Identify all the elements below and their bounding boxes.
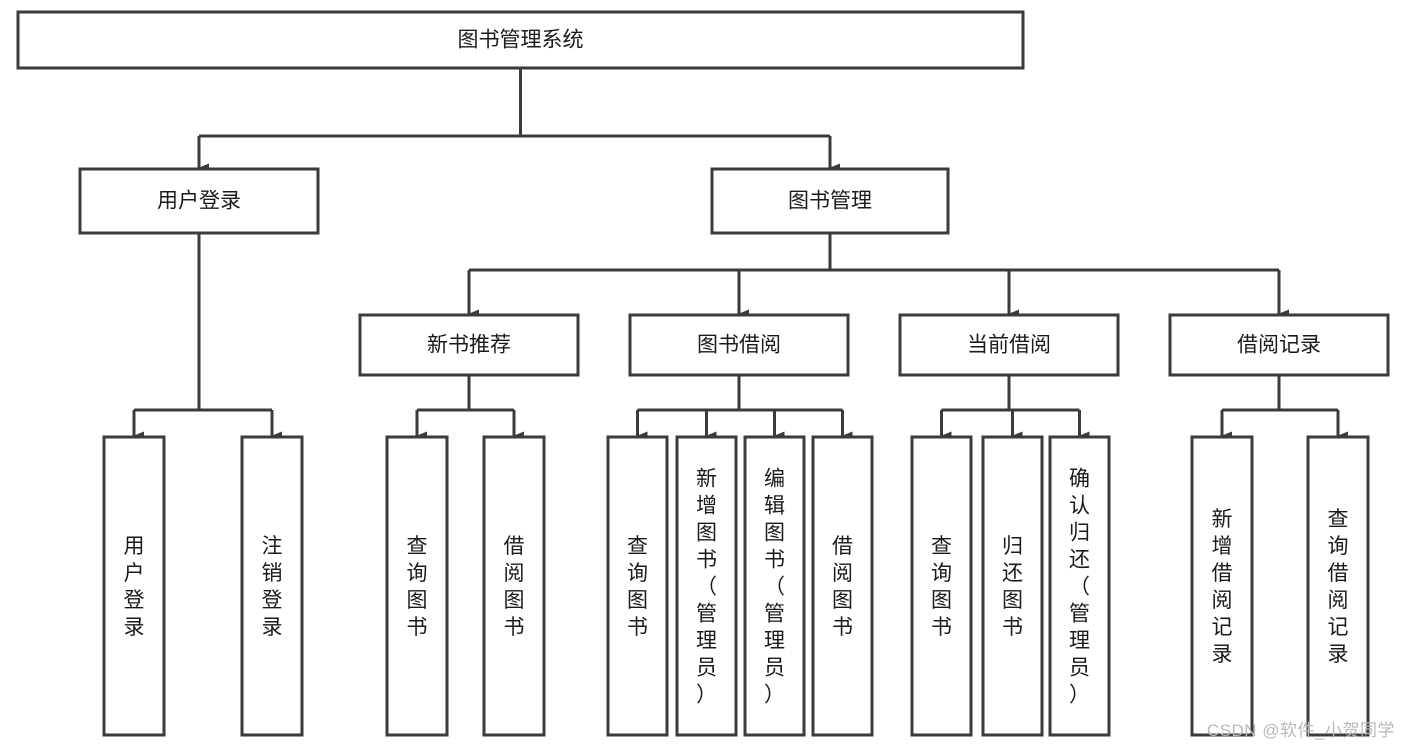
node-label-leaf-confirm-return: 确认归还（管理员） (1069, 468, 1090, 707)
node-leaf-edit-book[interactable]: 编辑图书（管理员） (743, 435, 806, 737)
node-leaf-add-record[interactable]: 新增借阅记录 (1190, 435, 1254, 737)
node-box-root[interactable] (16, 10, 1025, 70)
node-user-login[interactable]: 用户登录 (78, 167, 320, 235)
node-box-leaf-add-record[interactable] (1190, 435, 1254, 737)
node-current-borrow[interactable]: 当前借阅 (898, 313, 1120, 377)
node-label-leaf-user-login: 用户登录 (124, 535, 145, 639)
node-box-leaf-query-book-2[interactable] (606, 435, 669, 737)
node-box-leaf-user-login[interactable] (102, 435, 166, 737)
node-label-leaf-user-logout: 注销登录 (262, 535, 283, 639)
node-label-leaf-query-book-1: 查询图书 (407, 535, 428, 639)
node-label-leaf-query-book-2: 查询图书 (627, 535, 648, 639)
node-box-borrow-record[interactable] (1168, 313, 1390, 377)
node-label-book-manage: 图书管理 (788, 190, 872, 213)
connectors-layer (132, 68, 1348, 441)
node-box-leaf-add-book[interactable] (675, 435, 738, 737)
node-leaf-user-login[interactable]: 用户登录 (102, 435, 166, 737)
node-box-book-borrow[interactable] (628, 313, 850, 377)
node-leaf-query-book-1[interactable]: 查询图书 (385, 435, 449, 737)
node-label-user-login: 用户登录 (157, 190, 241, 213)
node-box-leaf-query-record[interactable] (1306, 435, 1370, 737)
node-label-root: 图书管理系统 (458, 29, 584, 52)
node-box-leaf-borrow-book-2[interactable] (811, 435, 874, 737)
node-label-leaf-query-book-3: 查询图书 (931, 535, 952, 639)
node-box-leaf-return-book[interactable] (981, 435, 1044, 737)
node-box-leaf-query-book-3[interactable] (910, 435, 973, 737)
node-leaf-confirm-return[interactable]: 确认归还（管理员） (1048, 435, 1111, 737)
node-box-leaf-user-logout[interactable] (240, 435, 304, 737)
node-box-leaf-query-book-1[interactable] (385, 435, 449, 737)
nodes-layer: 图书管理系统用户登录用户登录注销登录图书管理新书推荐查询图书借阅图书图书借阅查询… (16, 10, 1390, 737)
node-leaf-query-book-3[interactable]: 查询图书 (910, 435, 973, 737)
node-label-borrow-record: 借阅记录 (1237, 334, 1321, 357)
node-label-leaf-return-book: 归还图书 (1002, 535, 1023, 639)
node-root[interactable]: 图书管理系统 (16, 10, 1025, 70)
node-leaf-user-logout[interactable]: 注销登录 (240, 435, 304, 737)
node-leaf-query-book-2[interactable]: 查询图书 (606, 435, 669, 737)
node-label-leaf-borrow-book-2: 借阅图书 (832, 535, 853, 639)
node-label-book-borrow: 图书借阅 (697, 334, 781, 357)
node-box-new-book-recommend[interactable] (358, 313, 580, 377)
node-leaf-borrow-book-2[interactable]: 借阅图书 (811, 435, 874, 737)
node-box-current-borrow[interactable] (898, 313, 1120, 377)
node-label-leaf-borrow-book-1: 借阅图书 (504, 535, 525, 639)
node-box-leaf-edit-book[interactable] (743, 435, 806, 737)
node-book-manage[interactable]: 图书管理 (710, 167, 950, 235)
node-box-leaf-borrow-book-1[interactable] (482, 435, 546, 737)
node-box-leaf-confirm-return[interactable] (1048, 435, 1111, 737)
node-label-leaf-edit-book: 编辑图书（管理员） (764, 468, 785, 707)
node-box-user-login[interactable] (78, 167, 320, 235)
node-label-leaf-add-book: 新增图书（管理员） (696, 468, 717, 707)
node-leaf-add-book[interactable]: 新增图书（管理员） (675, 435, 738, 737)
node-label-current-borrow: 当前借阅 (967, 334, 1051, 357)
node-borrow-record[interactable]: 借阅记录 (1168, 313, 1390, 377)
node-leaf-return-book[interactable]: 归还图书 (981, 435, 1044, 737)
node-leaf-borrow-book-1[interactable]: 借阅图书 (482, 435, 546, 737)
node-leaf-query-record[interactable]: 查询借阅记录 (1306, 435, 1370, 737)
node-book-borrow[interactable]: 图书借阅 (628, 313, 850, 377)
node-label-leaf-add-record: 新增借阅记录 (1212, 508, 1233, 666)
node-label-leaf-query-record: 查询借阅记录 (1328, 508, 1349, 666)
node-label-new-book-recommend: 新书推荐 (427, 334, 511, 357)
node-box-book-manage[interactable] (710, 167, 950, 235)
node-new-book-recommend[interactable]: 新书推荐 (358, 313, 580, 377)
